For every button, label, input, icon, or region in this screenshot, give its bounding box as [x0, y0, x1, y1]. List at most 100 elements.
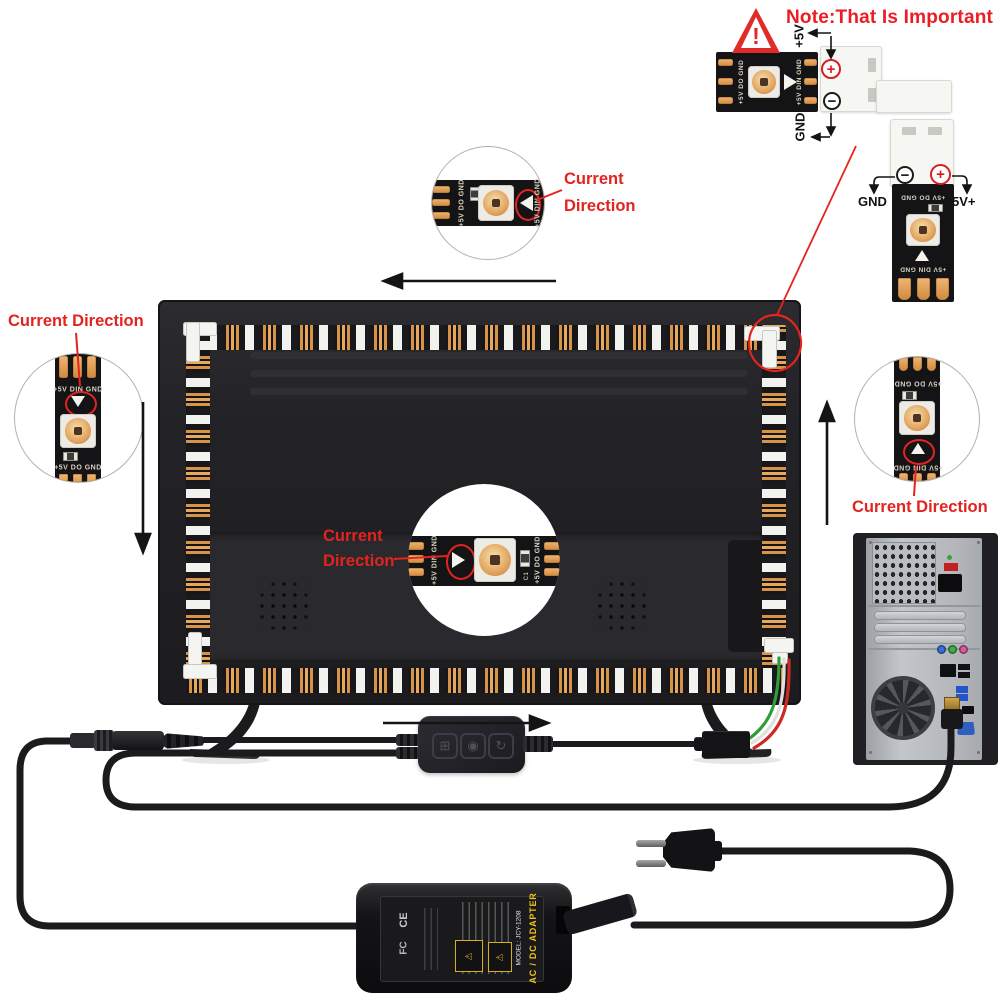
psu-led [947, 555, 952, 560]
controller-input-stub-power [396, 734, 420, 746]
led-strip-right-run [762, 325, 786, 668]
screw [869, 751, 872, 754]
screw [977, 751, 980, 754]
label-5v-bottom: 5V+ [952, 194, 976, 209]
tv-ridge [250, 370, 748, 377]
note-strip-vertical: +5V DO GND +5V DIN GND [892, 184, 954, 302]
controller-button-1: ⊞ [432, 733, 458, 759]
current-direction-arrow-up [915, 250, 929, 261]
usb2-port [958, 664, 970, 670]
smd-resistor [902, 391, 917, 400]
tower-divider [868, 648, 980, 650]
direction-highlight [515, 189, 541, 221]
dc-barrel-jack-junction [66, 726, 208, 756]
note-title: Note:That Is Important [786, 7, 994, 28]
controller-button-icon: ↻ [495, 738, 507, 753]
smd-resistor [470, 187, 479, 201]
plug-prong [636, 860, 666, 867]
led-strip-left-run [186, 325, 210, 668]
tower-divider [868, 605, 980, 607]
plug-prong [636, 840, 666, 847]
direction-label-center: Direction [323, 552, 395, 570]
ws2812-led [478, 185, 514, 221]
screw [869, 541, 872, 544]
zoom-circle-top-strip: +5V DO GND +5V DIN GND [431, 146, 545, 260]
pcb-text: +5V DO GND [894, 379, 942, 387]
warning-triangle-icon: ! [732, 8, 780, 53]
screw [977, 541, 980, 544]
adapter-fine-print [424, 908, 438, 970]
fcc-mark: FC [398, 941, 410, 955]
label-gnd-bottom: GND [858, 194, 887, 209]
usb3-port [956, 686, 968, 693]
l-connector-arm [876, 80, 952, 113]
minus-terminal: − [823, 92, 841, 110]
caution-box: ⚠ [488, 942, 512, 972]
dc-plug-nut [94, 730, 114, 751]
smd-resistor [520, 550, 530, 567]
zoom-circle-right-strip: +5V DO GND +5V DIN GND [854, 356, 980, 482]
audio-jack-line-out [948, 645, 957, 654]
tv-speaker-grille-right [592, 574, 652, 638]
pcb-text: +5V DIN GND [431, 535, 439, 585]
ws2812-led [748, 66, 780, 98]
label-gnd-top: GND [792, 112, 808, 142]
expansion-slot-cover [874, 611, 966, 620]
dc-plug-male [70, 733, 96, 748]
adapter-model: MODEL: JCY-1208 [515, 910, 523, 966]
plus-terminal: + [821, 59, 841, 79]
pcb-text: +5V DIN GND [795, 58, 803, 106]
minus-terminal: − [896, 166, 914, 184]
psu-voltage-switch [944, 563, 958, 571]
controller-button-icon: ◉ [467, 738, 479, 753]
tv-ridge [250, 388, 748, 395]
ce-mark: CE [398, 912, 410, 928]
dc-jack-barrel [112, 731, 164, 750]
audio-jack-mic [959, 645, 968, 654]
note-pointer-line [776, 145, 857, 316]
pcb-text: +5V DO GND [54, 464, 102, 472]
ws2812-led [474, 538, 516, 582]
psu-power-inlet [938, 574, 962, 592]
pcb-text: +5V DIN GND [53, 386, 103, 394]
controller-output-stub [523, 736, 553, 752]
pcb-text: +5V DIN GND [893, 463, 943, 471]
current-direction-label-right: Current Direction [852, 498, 988, 516]
dc-power-cable [16, 737, 376, 930]
component-marking: C1 [524, 571, 530, 581]
ws2812-led [60, 414, 96, 448]
caution-icon: ⚠ [463, 951, 474, 961]
current-direction-label-left: Current Direction [8, 312, 144, 330]
pcb-text: +5V DIN GND [899, 265, 947, 273]
dc-jack-strain-relief [162, 733, 204, 749]
corner-connector-bottom-left [188, 632, 202, 668]
usb-plug-body [941, 709, 963, 729]
ac-connector-c8 [562, 892, 638, 936]
pcb-text: +5V DO GND [737, 59, 745, 105]
tv-connection-panel [728, 540, 764, 652]
led-controller: ⊞ ◉ ↻ [418, 716, 525, 773]
tv-ridge [250, 352, 748, 359]
controller-button-2: ◉ [460, 733, 486, 759]
led-strip-top-run [186, 325, 786, 350]
corner-connector-top-right [762, 330, 777, 368]
pc-tower-back [853, 533, 998, 765]
usb-plug-contact [944, 697, 960, 711]
zoom-circle-bottom-strip: +5V DIN GND C1 +5V DO GND [408, 484, 560, 636]
jst-3pin-connector-latch [694, 737, 704, 751]
usb2-port [958, 672, 970, 678]
ethernet-port [940, 664, 956, 677]
psu-vent-grille [872, 542, 936, 604]
caution-box: ⚠ [455, 940, 483, 972]
current-label-top: Current [564, 170, 624, 188]
audio-jack-line-in [937, 645, 946, 654]
zoom-circle-left-strip: +5V DIN GND +5V DO GND [14, 353, 144, 483]
direction-label-top: Direction [564, 197, 636, 215]
ws2812-led [899, 401, 935, 435]
strip-end-connector-bottom-right [764, 638, 794, 653]
controller-button-3: ↻ [488, 733, 514, 759]
jst-3pin-connector [702, 731, 750, 758]
smd-resistor [63, 452, 78, 461]
current-direction-arrow-right [784, 74, 797, 90]
